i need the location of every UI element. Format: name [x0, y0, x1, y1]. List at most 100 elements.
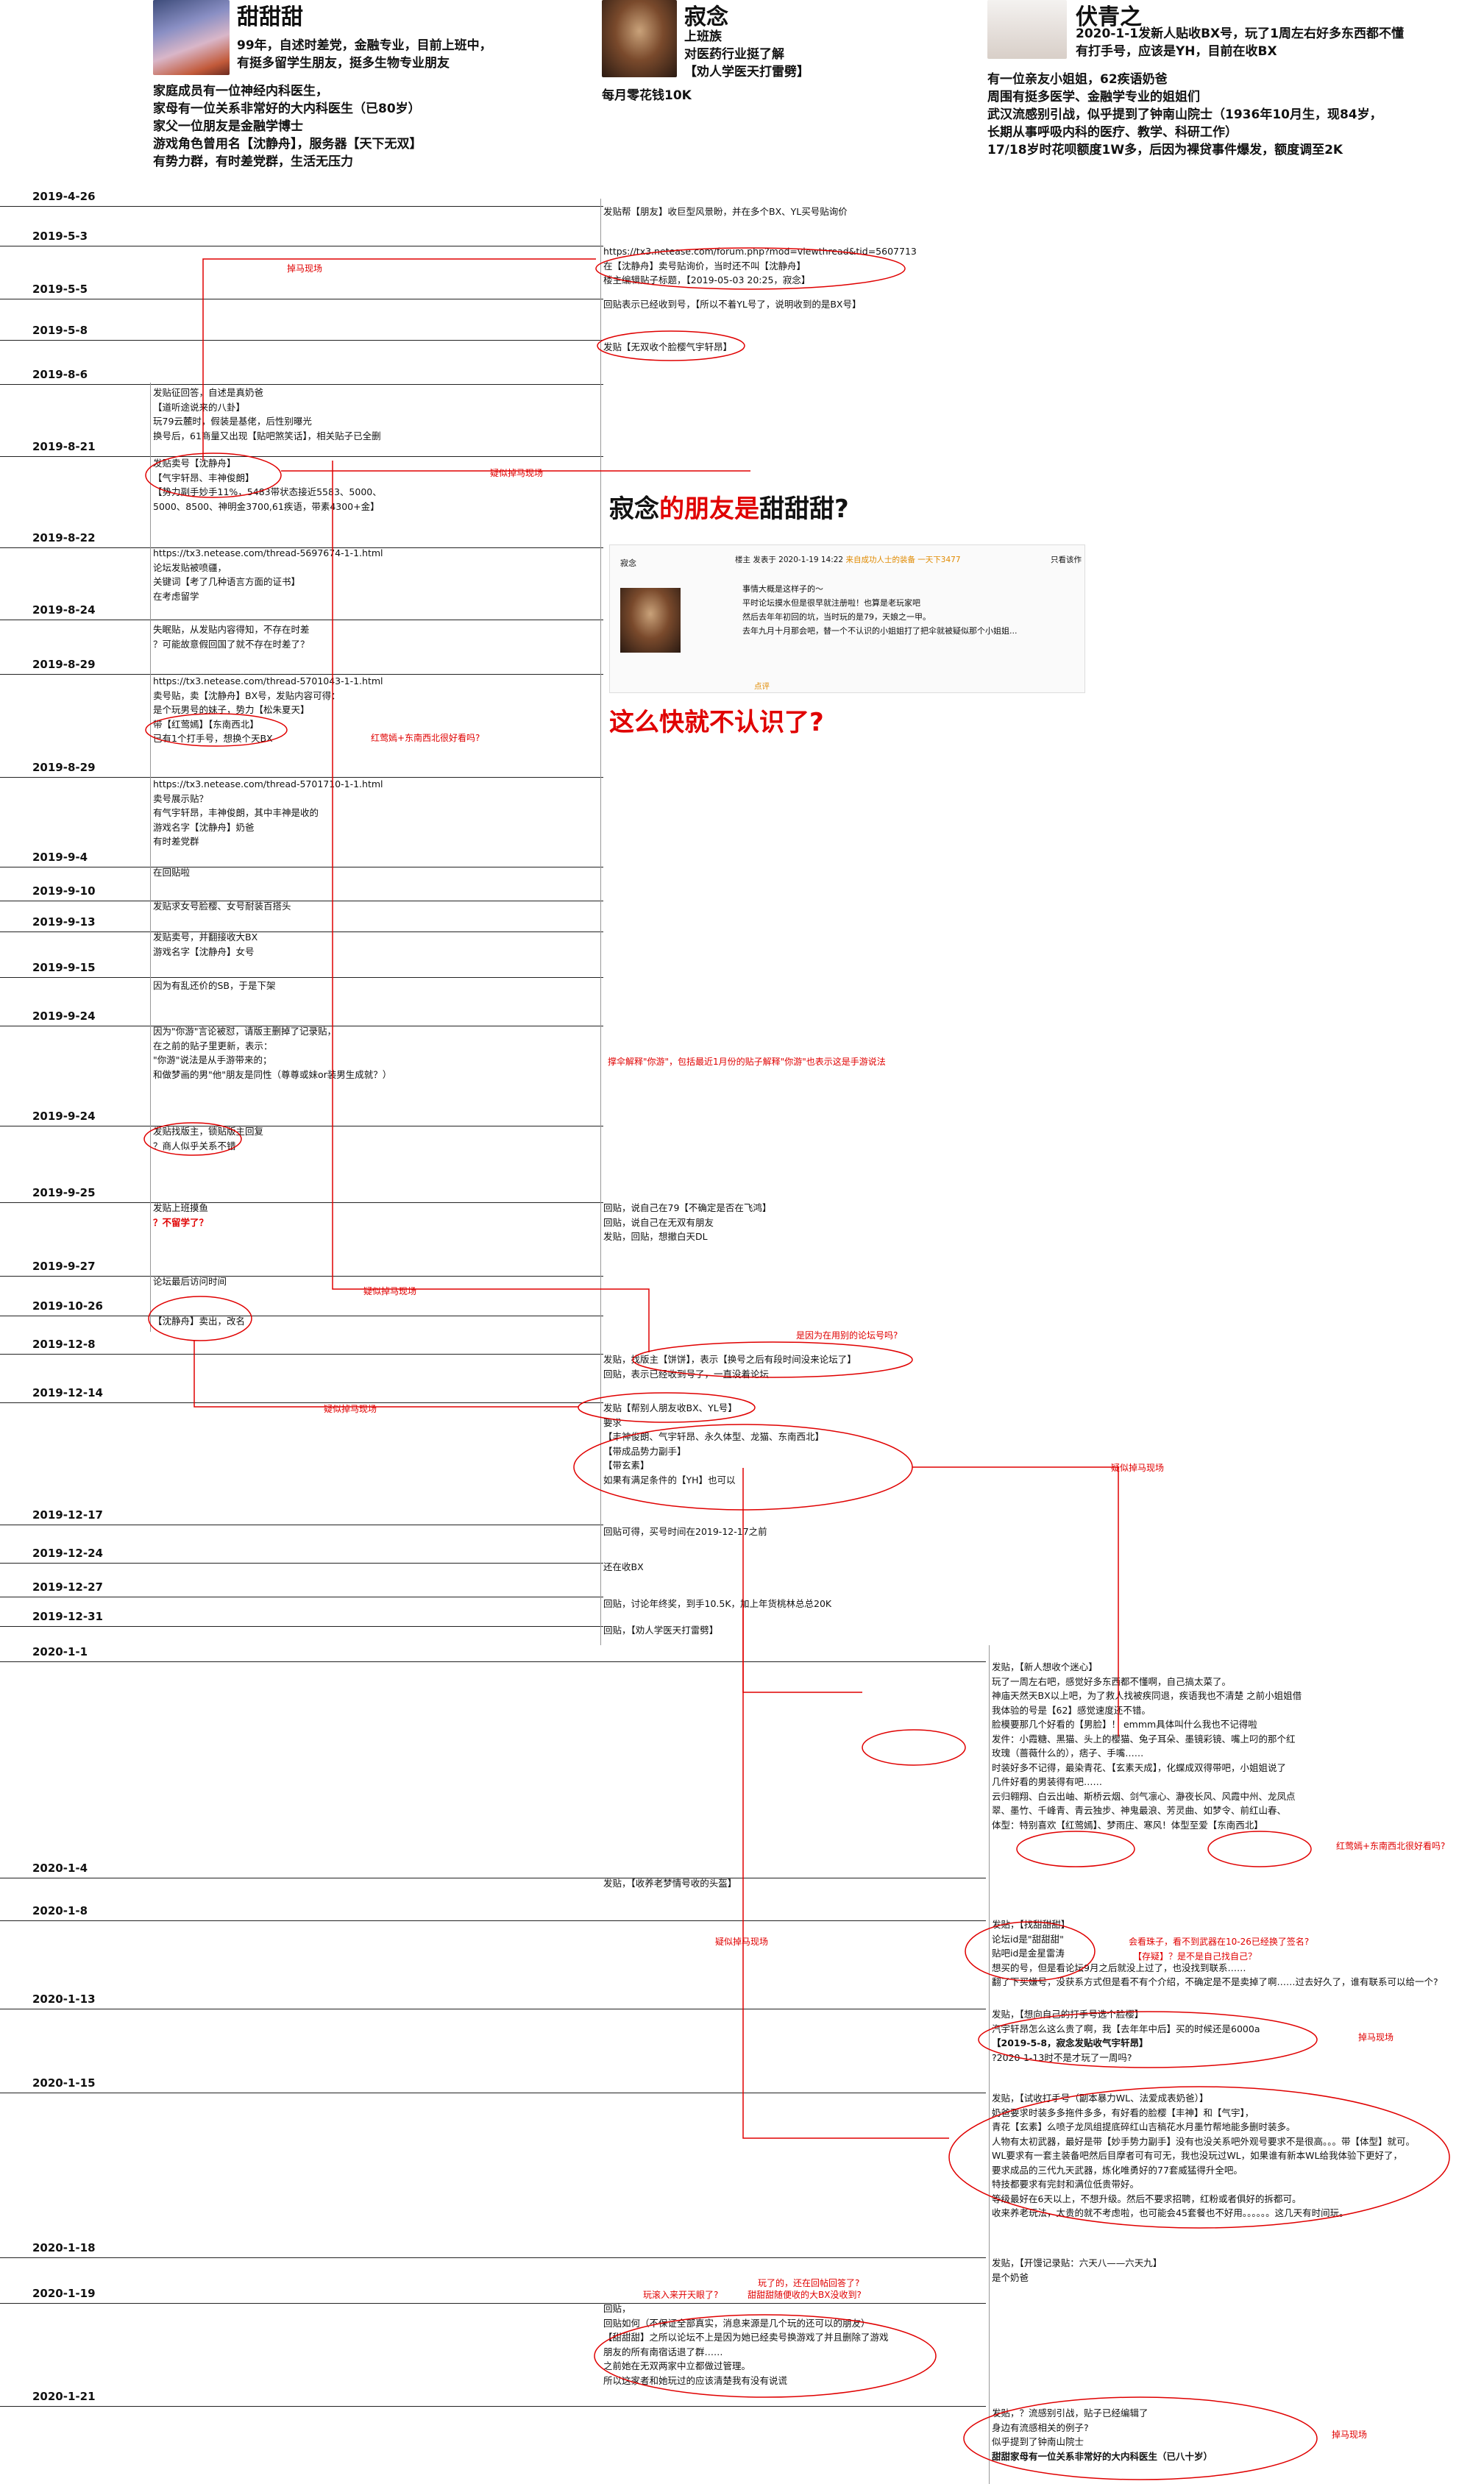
connector-1214-0101	[742, 1468, 862, 1693]
profile-lines-jinian: 上班族 对医药行业挺了解 【劝人学医天打雷劈】	[684, 29, 809, 79]
date-rule	[0, 340, 603, 341]
note-0113: 发贴，【想向自己的打手号选个脸樱】 汽宇轩昂怎么这么贵了啊，我【去年年中后】买的…	[992, 2009, 1260, 2063]
date-label: 2019-8-24	[32, 603, 96, 617]
note-0806: 发贴征回答，自述是真奶爸 【道听途说来的八卦】 玩79云麓时，假装是基佬，后性别…	[153, 387, 381, 441]
date-rule	[0, 384, 603, 385]
note-0503: https://tx3.netease.com/forum.php?mod=vi…	[603, 246, 917, 285]
column-divider	[989, 1645, 990, 2484]
avatar-fuqingzhi	[987, 0, 1067, 59]
avatar-tiantian	[153, 0, 230, 75]
date-rule	[0, 1563, 603, 1564]
label-diaoma-1: 掉马现场	[287, 263, 323, 274]
label-sanjieshi: 撑伞解释"你游"，包括最近1月份的贴子解释"你游"也表示这是手游说法	[608, 1057, 886, 1067]
date-rule	[0, 1626, 603, 1627]
date-label: 2019-12-8	[32, 1338, 96, 1351]
date-rule	[0, 2303, 986, 2304]
note-1208: 发贴，找版主【饼饼】，表示【换号之后有段时间没来论坛了】 回贴，表示已经收到号了…	[603, 1354, 856, 1380]
forum-post-screenshot: 寂念 楼主 发表于 2020-1-19 14:22 来自成功人士的装备 一天下3…	[609, 544, 1085, 693]
ellipse-0101c	[1207, 1831, 1312, 1867]
note-1217: 回贴可得，买号时间在2019-12-17之前	[603, 1526, 767, 1537]
date-label: 2020-1-8	[32, 1904, 88, 1917]
date-label: 2020-1-13	[32, 1992, 96, 2006]
date-label: 2020-1-15	[32, 2076, 96, 2090]
forum-meta: 楼主 发表于 2020-1-19 14:22 来自成功人士的装备 一天下3477	[735, 556, 961, 564]
note-1231: 回贴，【劝人学医天打雷劈】	[603, 1625, 719, 1636]
column-divider	[150, 383, 151, 1332]
label-meishoudao: 甜甜甜随便收的大BX没收到?	[748, 2290, 862, 2300]
date-rule	[0, 1202, 603, 1203]
date-label: 2019-9-15	[32, 961, 96, 974]
date-rule	[0, 1920, 986, 1921]
date-label: 2019-12-31	[32, 1610, 103, 1623]
label-diaoma-2: 掉马现场	[1358, 2032, 1394, 2043]
date-label: 2019-8-21	[32, 440, 96, 453]
note-0821: 发贴卖号【沈静舟】 【气宇轩昂、丰神俊朗】 【势力副手妙手11%，5483带状态…	[153, 458, 382, 512]
note-0508: 发贴【无双收个脸樱气宇轩昂】	[603, 341, 733, 352]
profile-details-tiantian: 家庭成员有一位神经内科医生， 家母有一位关系非常好的大内科医生（已80岁） 家父…	[153, 84, 422, 169]
forum-avatar	[620, 588, 681, 653]
date-label: 2020-1-4	[32, 1862, 88, 1875]
note-0829b: https://tx3.netease.com/thread-5701710-1…	[153, 778, 383, 847]
date-label: 2019-12-17	[32, 1508, 103, 1522]
date-rule	[0, 1276, 603, 1277]
forum-side-link: 只看该作	[1051, 556, 1082, 564]
forum-body: 事情大概是这样子的～ 平时论坛摸水但是很早就注册啦！也算是老玩家吧 然后去年年初…	[742, 584, 1018, 636]
profile-name-jinian: 寂念	[684, 4, 728, 30]
date-label: 2019-8-6	[32, 368, 88, 381]
date-label: 2020-1-1	[32, 1645, 88, 1658]
note-1224: 还在收BX	[603, 1561, 644, 1572]
note-0924b: 发贴找版主，锁贴版主回复 ？商人似乎关系不错	[153, 1126, 264, 1151]
date-label: 2019-8-22	[32, 531, 96, 544]
date-label: 2019-9-24	[32, 1110, 96, 1123]
date-label: 2019-9-4	[32, 851, 88, 864]
date-rule	[0, 206, 603, 207]
column-divider	[600, 199, 601, 1645]
date-label: 2019-9-25	[32, 1186, 96, 1199]
forum-username: 寂念	[620, 558, 636, 568]
date-label: 2019-5-8	[32, 324, 88, 337]
date-rule	[0, 1661, 986, 1662]
profile-money-jinian: 每月零花钱10K	[602, 88, 692, 103]
label-diaoma-3: 掉马现场	[1332, 2430, 1368, 2440]
date-rule	[0, 2257, 986, 2258]
question-friend: 寂念的朋友是甜甜甜?	[609, 494, 849, 524]
note-0915: 因为有乱还价的SB，于是下架	[153, 980, 276, 991]
label-yisi-diaoma-4: 疑似掉马现场	[1111, 1463, 1165, 1473]
note-0927: 论坛最后访问时间	[153, 1276, 227, 1287]
note-0904: 在回贴啦	[153, 867, 191, 878]
date-label: 2019-9-24	[32, 1009, 96, 1023]
date-rule	[0, 547, 603, 548]
note-1214: 发贴【帮别人朋友收BX、YL号】 要求 【丰神俊朗、气宇轩昂、永久体型、龙猫、东…	[603, 1402, 825, 1486]
date-label: 2020-1-21	[32, 2390, 96, 2403]
date-label: 2019-8-29	[32, 658, 96, 671]
note-0426: 发贴帮【朋友】收巨型风景盼，并在多个BX、YL买号贴询价	[603, 206, 848, 217]
date-label: 2019-9-27	[32, 1260, 96, 1273]
note-0925: 发贴上班摸鱼 ？不留学了？	[153, 1202, 209, 1228]
forum-like-button[interactable]: 点评	[754, 682, 770, 691]
date-rule	[0, 2406, 986, 2407]
note-0910: 发贴求女号脸樱、女号耐装百搭头	[153, 901, 291, 912]
note-0824: 失眠贴，从发贴内容得知，不存在时差 ？可能故意假回国了就不存在时差了？	[153, 624, 310, 650]
note-0913: 发贴卖号，并翻接收大BX 游戏名字【沈静舟】女号	[153, 932, 258, 957]
date-label: 2019-4-26	[32, 190, 96, 203]
label-yisi-diaoma-3: 疑似掉马现场	[324, 1404, 377, 1414]
date-label: 2019-5-3	[32, 230, 88, 243]
date-rule	[0, 1402, 603, 1403]
date-label: 2019-12-24	[32, 1547, 103, 1560]
note-0925-right: 回贴，说自己在79【不确定是否在飞鸿】 回贴，说自己在无双有朋友 发贴，回贴，想…	[603, 1202, 772, 1242]
label-tianyan: 玩滚入来开天眼了?	[643, 2290, 719, 2300]
date-label: 2019-9-10	[32, 884, 96, 898]
date-label: 2019-9-13	[32, 915, 96, 929]
ellipse-0101b	[1016, 1831, 1135, 1867]
date-rule	[0, 977, 603, 978]
label-yisi-diaoma-5: 疑似掉马现场	[715, 1937, 769, 1947]
date-rule	[0, 777, 603, 778]
note-0924a: 因为"你游"言论被怼，请版主删掉了记录贴， 在之前的贴子里更新，表示： "你游"…	[153, 1026, 392, 1080]
note-0104: 发贴，【收养老梦情号收的头盔】	[603, 1878, 737, 1889]
label-cunyi: 【存疑】？是不是自己找自己？	[1133, 1951, 1257, 1962]
note-0829a: https://tx3.netease.com/thread-5701043-1…	[153, 675, 383, 744]
profile-name-tiantian: 甜甜甜	[237, 4, 303, 30]
label-yisi-diaoma-1: 疑似掉马现场	[490, 468, 544, 478]
date-label: 2019-12-27	[32, 1580, 103, 1594]
note-0505: 回贴表示已经收到号，【所以不着YL号了，说明收到的是BX号】	[603, 299, 862, 310]
